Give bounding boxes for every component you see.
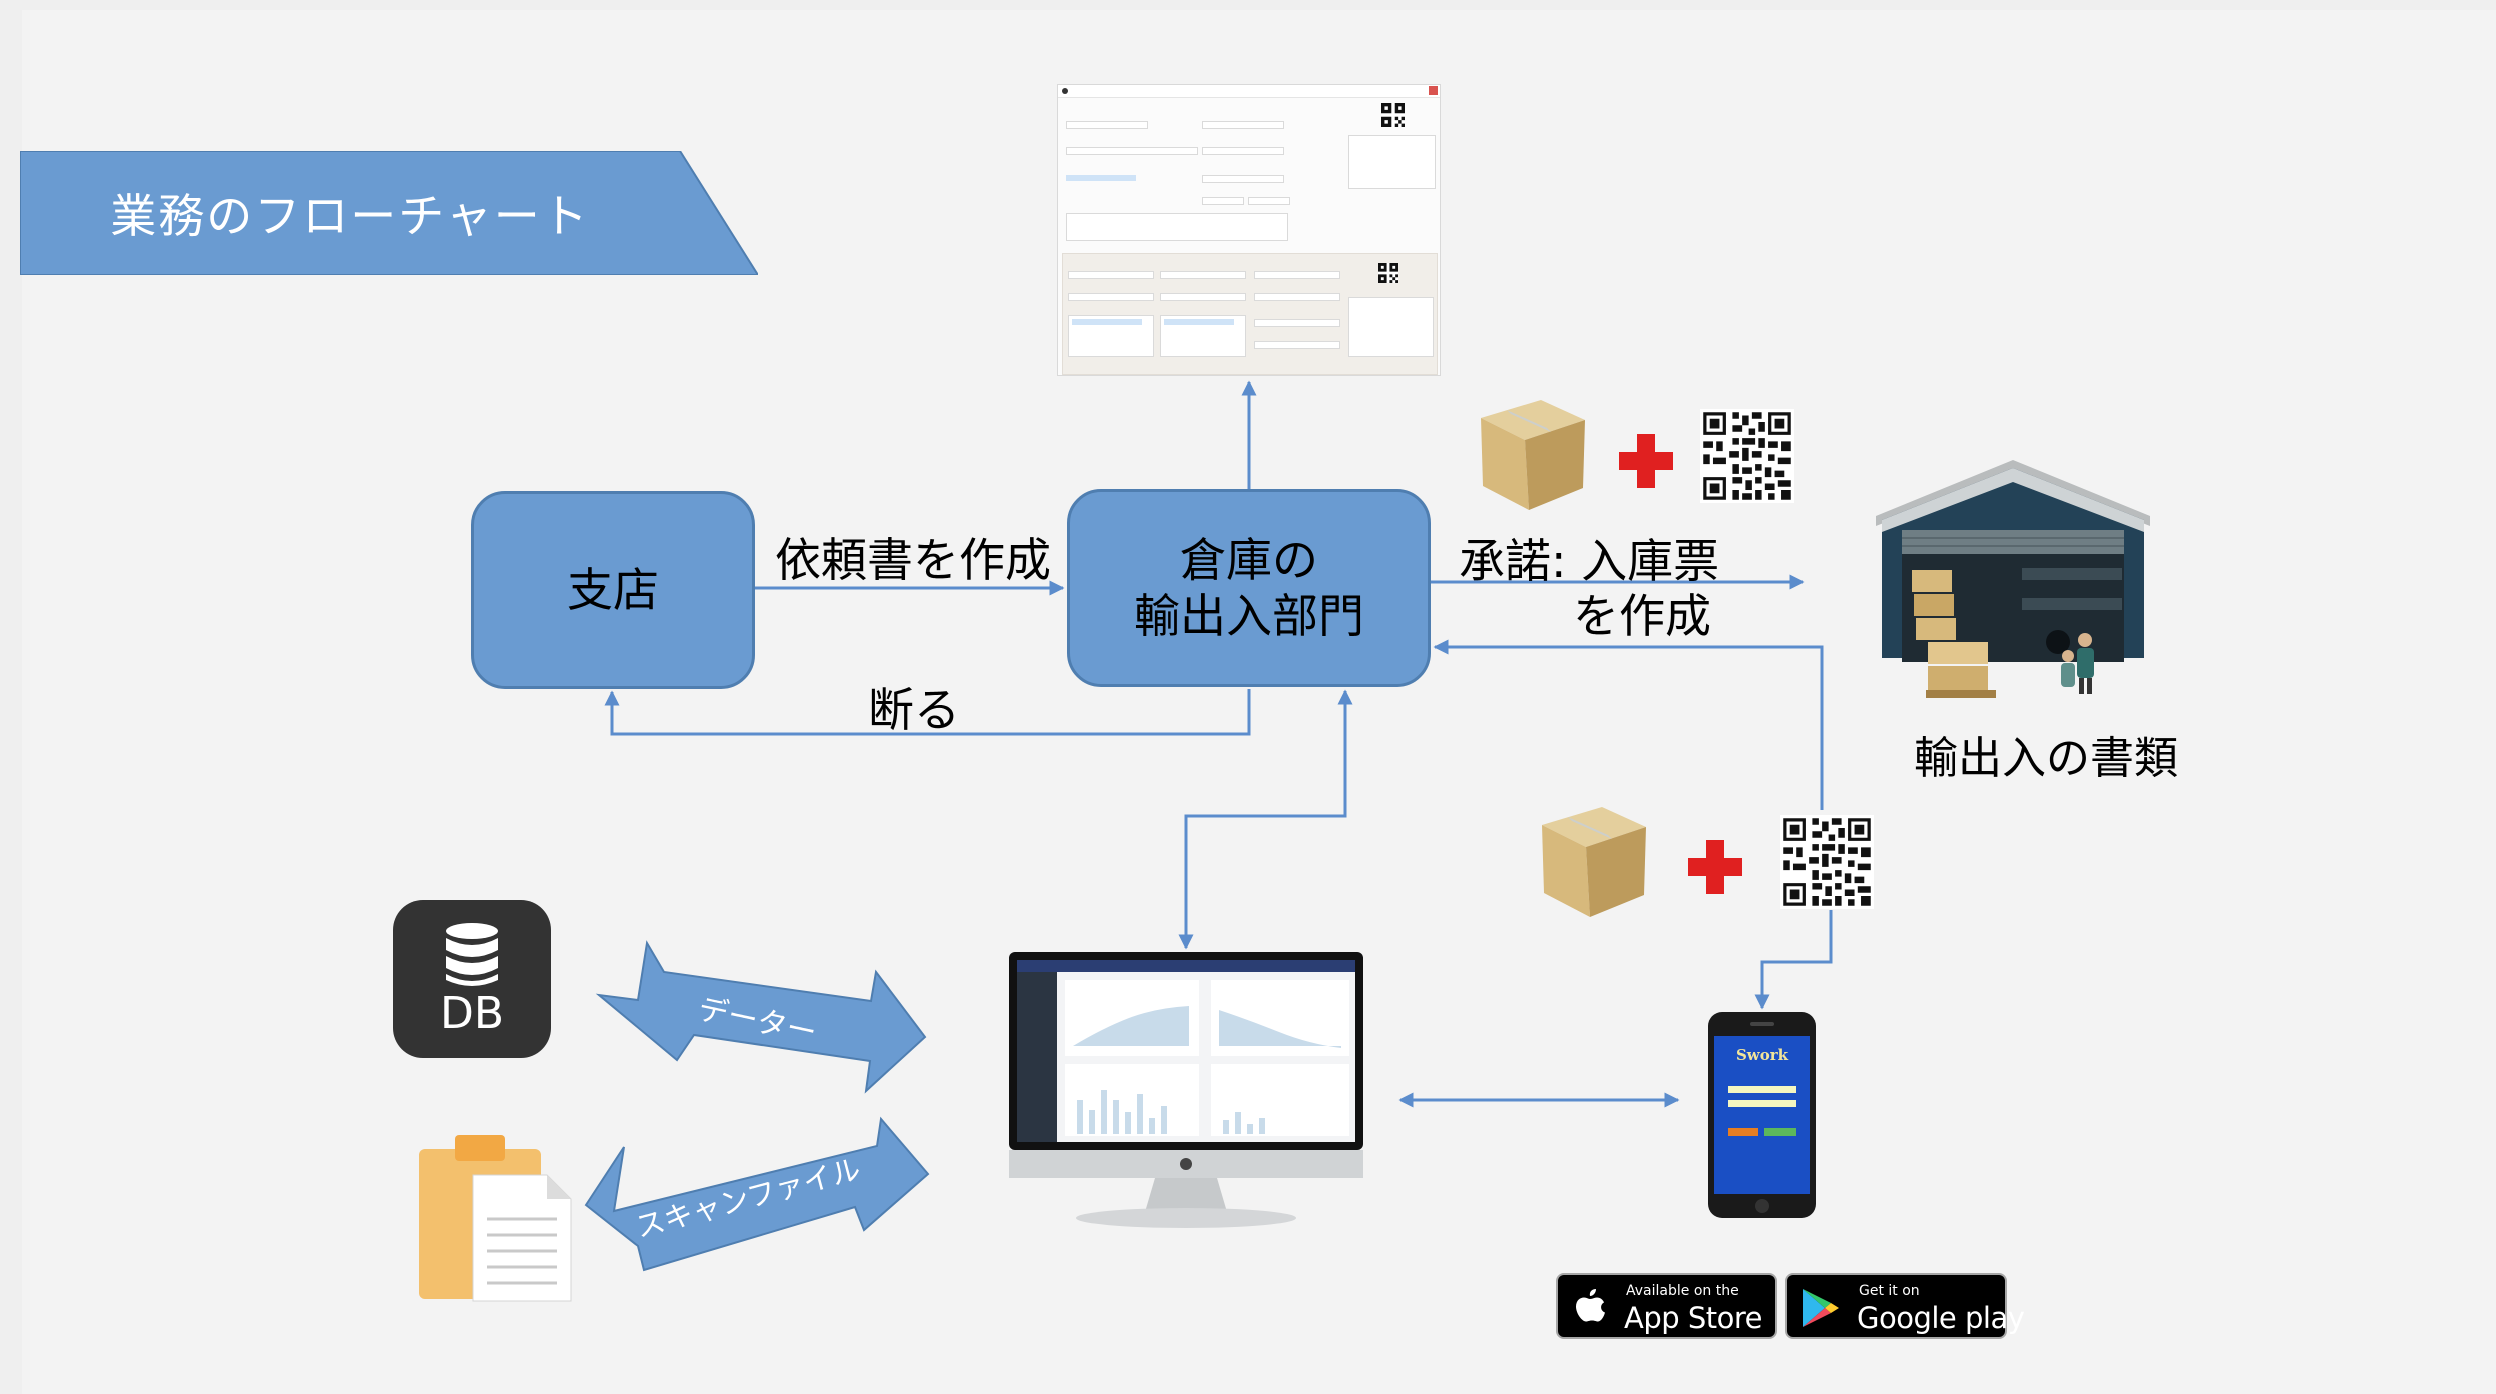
apple-logo-icon bbox=[1576, 1289, 1605, 1322]
close-icon bbox=[1429, 86, 1438, 95]
form-field bbox=[1160, 271, 1246, 279]
scanned-file-icon bbox=[419, 1135, 572, 1302]
qr-code-icon bbox=[1780, 815, 1874, 909]
cardboard-box-icon bbox=[1481, 400, 1585, 510]
phone-app-brand: Swork bbox=[1735, 1046, 1789, 1064]
form-field bbox=[1066, 147, 1198, 155]
database-cylinder-icon bbox=[446, 923, 498, 986]
arrow-qr-to-warehouse bbox=[1433, 639, 1824, 810]
branch-node: 支店 bbox=[471, 491, 755, 689]
accept-label-line1: 承諾: 入庫票 bbox=[1459, 534, 1720, 588]
form-field bbox=[1202, 147, 1284, 155]
title-banner bbox=[20, 151, 758, 275]
app-store-small-text: Available on the bbox=[1626, 1283, 1739, 1299]
app-store-badge[interactable]: Available on the App Store bbox=[1556, 1273, 1777, 1339]
form-field bbox=[1254, 271, 1340, 279]
form-field bbox=[1160, 293, 1246, 301]
warehouse-icon bbox=[1876, 460, 2150, 698]
arrow-data bbox=[595, 940, 927, 1094]
form-field bbox=[1202, 175, 1284, 183]
google-play-badge[interactable]: Get it on Google play bbox=[1785, 1273, 2025, 1339]
form-field bbox=[1248, 197, 1290, 205]
refuse-label: 断る bbox=[868, 683, 960, 737]
cardboard-box-icon bbox=[1542, 807, 1646, 917]
warehouse-node: 倉庫の 輸出入部門 bbox=[1067, 489, 1431, 687]
smartphone-icon bbox=[1708, 1012, 1816, 1218]
form-field bbox=[1254, 341, 1340, 349]
app-logo-icon bbox=[1062, 88, 1068, 94]
qr-code-icon bbox=[1381, 103, 1405, 127]
qr-code-icon bbox=[1700, 409, 1794, 503]
arrow-computer-warehouse bbox=[1178, 689, 1353, 950]
form-titlebar bbox=[1058, 85, 1440, 98]
google-play-big-text: Google play bbox=[1857, 1301, 2025, 1335]
accept-label-line2: を作成 bbox=[1573, 589, 1711, 643]
form-tag-row bbox=[1072, 319, 1142, 325]
desktop-computer-icon bbox=[1009, 952, 1363, 1228]
form-field bbox=[1066, 121, 1148, 129]
branch-label: 支店 bbox=[567, 563, 659, 617]
google-play-logo-icon bbox=[1803, 1289, 1839, 1327]
form-tag-row bbox=[1164, 319, 1234, 325]
plus-icon bbox=[1688, 840, 1742, 894]
google-play-small-text: Get it on bbox=[1859, 1283, 1920, 1299]
form-textarea bbox=[1066, 213, 1288, 241]
app-store-big-text: App Store bbox=[1624, 1301, 1763, 1335]
form-tag-row bbox=[1066, 175, 1136, 181]
arrow-qr-to-phone bbox=[1754, 910, 1833, 1010]
form-field bbox=[1202, 121, 1284, 129]
form-field bbox=[1068, 271, 1154, 279]
form-note-box bbox=[1348, 135, 1436, 189]
db-caption: DB bbox=[439, 988, 505, 1039]
form-field bbox=[1068, 293, 1154, 301]
form-note-box bbox=[1348, 297, 1434, 357]
database-icon: DB bbox=[393, 900, 551, 1058]
form-field bbox=[1254, 319, 1340, 327]
plus-icon bbox=[1619, 434, 1673, 488]
page-title: 業務のフローチャート bbox=[110, 189, 590, 243]
warehouse-label-line1: 倉庫の bbox=[1180, 533, 1318, 587]
qr-code-icon bbox=[1378, 263, 1398, 283]
form-screenshot bbox=[1057, 84, 1441, 376]
arrow-scan bbox=[584, 1116, 930, 1272]
form-field bbox=[1254, 293, 1340, 301]
warehouse-label-line2: 輸出入部門 bbox=[1134, 589, 1364, 643]
request-label: 依頼書を作成 bbox=[775, 533, 1051, 587]
form-field bbox=[1202, 197, 1244, 205]
documents-caption: 輸出入の書類 bbox=[1914, 733, 2178, 784]
